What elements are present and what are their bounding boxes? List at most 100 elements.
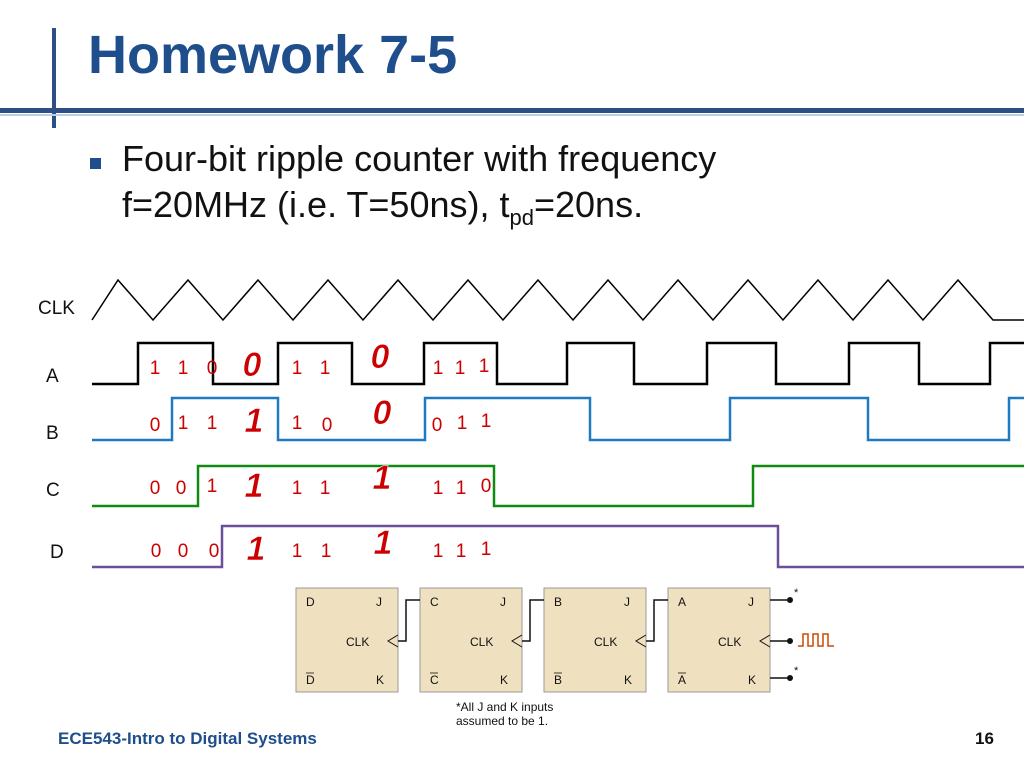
bit-annotation-c-7: 1 bbox=[373, 459, 392, 497]
ripple-connection bbox=[646, 599, 668, 642]
bit-annotation-b-7: 0 bbox=[373, 394, 392, 432]
jk-flipflop-b: B J CLK B K bbox=[543, 587, 647, 693]
footer-course-name: ECE543-Intro to Digital Systems bbox=[58, 729, 317, 748]
bit-annotation-b-4: 1 bbox=[245, 402, 264, 440]
bit-annotation-a-4: 0 bbox=[243, 346, 262, 384]
signal-label-b: B bbox=[46, 423, 59, 444]
flipflop-qbar-label: B bbox=[554, 673, 562, 687]
bit-annotation-c-2: 0 bbox=[176, 478, 187, 499]
bit-annotation-d-4: 1 bbox=[247, 530, 266, 568]
flipflop-j-label: J bbox=[624, 595, 630, 609]
bit-annotation-a-8: 1 bbox=[433, 358, 444, 379]
flipflop-clk-label: CLK bbox=[470, 635, 493, 649]
timing-diagram bbox=[91, 278, 1024, 569]
bit-annotation-d-8: 1 bbox=[433, 541, 444, 562]
flipflop-k-label: K bbox=[500, 673, 508, 687]
waveform-c bbox=[92, 464, 1024, 508]
waveform-clk bbox=[91, 278, 1024, 322]
flipflop-clk-label: CLK bbox=[346, 635, 369, 649]
bit-annotation-a-5: 1 bbox=[292, 358, 303, 379]
title-divider-shadow bbox=[0, 114, 1024, 116]
flipflop-box bbox=[419, 587, 523, 693]
flipflop-k-label: K bbox=[376, 673, 384, 687]
jk-flipflop-c: C J CLK C K bbox=[419, 587, 523, 693]
bit-annotation-d-2: 0 bbox=[178, 541, 189, 562]
bit-annotation-a-2: 1 bbox=[178, 358, 189, 379]
bullet-line-2-sub: pd bbox=[509, 205, 534, 231]
flipflop-q-label: D bbox=[306, 595, 315, 609]
bit-annotation-c-5: 1 bbox=[292, 478, 303, 499]
flipflop-k-label: K bbox=[748, 673, 756, 687]
waveform-b bbox=[92, 396, 1024, 442]
bit-annotation-b-6: 0 bbox=[322, 415, 333, 436]
flipflop-qbar-label: C bbox=[430, 673, 439, 687]
bit-annotation-b-5: 1 bbox=[292, 413, 303, 434]
bit-annotation-c-4: 1 bbox=[245, 467, 264, 505]
signal-label-c: C bbox=[46, 480, 60, 501]
flipflop-clk-label: CLK bbox=[594, 635, 617, 649]
bit-annotation-b-1: 0 bbox=[150, 415, 161, 436]
jk-note-line-2: assumed to be 1. bbox=[456, 714, 548, 728]
bullet-line-1: Four-bit ripple counter with frequency bbox=[122, 138, 717, 179]
bit-annotation-d-1: 0 bbox=[151, 541, 162, 562]
flipflop-box bbox=[667, 587, 771, 693]
bullet-marker bbox=[90, 158, 101, 169]
flipflop-q-label: A bbox=[678, 595, 686, 609]
flipflop-qbar-label: A bbox=[678, 673, 686, 687]
bit-annotation-c-6: 1 bbox=[320, 478, 331, 499]
input-asterisk: * bbox=[794, 587, 799, 599]
bullet-line-2: f=20MHz (i.e. T=50ns), tpd=20ns. bbox=[122, 182, 716, 241]
bit-annotation-a-9: 1 bbox=[455, 358, 466, 379]
bit-annotation-a-6: 1 bbox=[320, 358, 331, 379]
flipflop-j-label: J bbox=[376, 595, 382, 609]
flipflop-clk-label: CLK bbox=[718, 635, 741, 649]
flipflop-qbar-label: D bbox=[306, 673, 315, 687]
bit-annotation-d-5: 1 bbox=[292, 541, 303, 562]
page-number: 16 bbox=[975, 729, 994, 748]
bit-annotation-c-1: 0 bbox=[150, 478, 161, 499]
title-accent-vertical-bar bbox=[52, 28, 56, 128]
flipflop-k-label: K bbox=[624, 673, 632, 687]
bit-annotation-c-3: 1 bbox=[207, 476, 218, 497]
flipflop-box bbox=[295, 587, 399, 693]
waveform-a bbox=[92, 341, 1024, 386]
signal-label-d: D bbox=[50, 542, 64, 563]
slide-title: Homework 7-5 bbox=[88, 25, 458, 85]
flipflop-box bbox=[543, 587, 647, 693]
flipflop-j-label: J bbox=[500, 595, 506, 609]
bit-annotation-c-10: 0 bbox=[481, 476, 492, 497]
bit-annotation-d-3: 0 bbox=[209, 541, 220, 562]
bit-annotation-d-9: 1 bbox=[456, 541, 467, 562]
bit-annotation-b-10: 1 bbox=[481, 411, 492, 432]
input-asterisk: * bbox=[794, 665, 799, 677]
bullet-text: Four-bit ripple counter with frequency f… bbox=[122, 136, 716, 241]
bit-annotation-b-9: 1 bbox=[457, 413, 468, 434]
flipflop-q-label: B bbox=[554, 595, 562, 609]
signal-labels: CLK A B C D bbox=[38, 298, 75, 563]
bullet-line-2-b: =20ns. bbox=[533, 184, 644, 225]
ripple-connection bbox=[398, 599, 420, 642]
bit-annotation-d-6: 1 bbox=[321, 541, 332, 562]
bit-annotation-d-10: 1 bbox=[481, 539, 492, 560]
title-divider-bar bbox=[0, 108, 1024, 113]
bit-annotation-c-9: 1 bbox=[456, 478, 467, 499]
bit-annotation-b-2: 1 bbox=[178, 413, 189, 434]
ripple-connection bbox=[522, 599, 544, 642]
signal-label-clk: CLK bbox=[38, 298, 75, 319]
waveform-d bbox=[92, 524, 1024, 569]
flipflop-q-label: C bbox=[430, 595, 439, 609]
bit-annotation-b-3: 1 bbox=[207, 413, 218, 434]
bullet-line-2-a: f=20MHz (i.e. T=50ns), t bbox=[122, 184, 510, 225]
signal-label-a: A bbox=[46, 366, 59, 387]
clock-pulse-icon bbox=[798, 633, 834, 647]
bit-annotation-a-1: 1 bbox=[150, 358, 161, 379]
jk-note-line-1: *All J and K inputs bbox=[456, 700, 553, 714]
bit-annotation-a-10: 1 bbox=[479, 356, 490, 377]
jk-flipflop-d: D J CLK D K bbox=[295, 587, 399, 693]
bit-annotation-a-7: 0 bbox=[371, 338, 390, 376]
bit-annotation-c-8: 1 bbox=[433, 478, 444, 499]
